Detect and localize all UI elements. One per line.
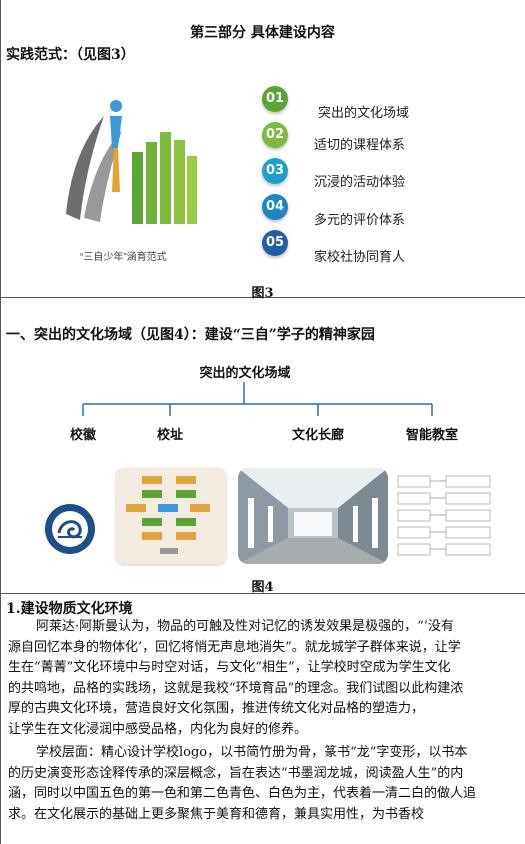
step-02-label: 适切的课程体系 [314,137,406,152]
fig4-branch-corridor: 文化长廊 [291,428,344,443]
step-02-circle: 02 [262,122,288,148]
subsection-heading: 1.建设物质文化环境 [6,601,133,617]
para2-line: 学校层面：精心设计学校logo，以书简竹册为骨，篆书“龙”字变形，以书本 [36,745,468,760]
step-03-label: 沉浸的活动体验 [314,174,406,189]
divider-2 [0,593,525,594]
fig3-logo-caption: “三自少年”涵育范式 [80,252,167,263]
fig3-caption: 图3 [251,286,274,301]
para2-line: 求。在文化展示的基础上更多聚焦于美育和德育，兼具实用性，为书香校 [8,806,425,822]
paragraph-2: 学校层面：精心设计学校logo，以书简竹册为骨，篆书“龙”字变形，以书本 的历史… [8,743,520,825]
section-practice-heading: 实践范式：（见图3） [6,47,135,63]
step-05-circle: 05 [262,230,288,256]
para2-line: 的历史演变形态诠释传承的深层概念，旨在表达“书墨润龙城，阅读盈人生”的内 [8,765,464,781]
divider-1 [0,297,525,298]
smart-classroom-diagram [396,472,494,564]
fig3-logo [66,100,197,224]
para1-line: 生在“菁菁”文化环境中与时空对话，与文化“相生”，让学校时空成为学生文化 [8,660,451,675]
fig4-root: 突出的文化场域 [199,366,291,381]
fig4-caption: 图4 [251,580,274,595]
step-04-label: 多元的评价体系 [314,212,406,227]
fig4-branch-smart-classroom: 智能教室 [405,428,458,443]
page-title: 第三部分 具体建设内容 [190,25,335,41]
section-one-heading: 一、突出的文化场域（见图4）：建设“三自”学子的精神家园 [6,327,375,343]
step-01-circle: 01 [262,86,288,112]
para1-line: 的共鸣地，品格的实践场，这就是我校“环境育品”的理念。我们试图以此构建浓 [8,680,464,696]
paragraph-1: 阿莱达·阿斯曼认为，物品的可触及性对记忆的诱发效果是极强的，“‘没有 源自回忆本… [8,617,520,740]
para2-line: 涵，同时以中国五色的第一色和第二色青色、白色为主，代表着一清二白的做人追 [8,786,477,801]
step-03-circle: 03 [262,158,288,184]
school-site-map-image [116,468,226,564]
para1-line: 源自回忆本身的物体化’，回忆将悄无声息地消失”。就龙城学子群体来说，让学 [8,639,461,655]
step-01-label: 突出的文化场域 [318,105,410,120]
fig4-connectors [82,382,433,416]
fig4-branch-site: 校址 [156,428,183,443]
school-emblem-image [45,504,95,554]
para1-line: 阿莱达·阿斯曼认为，物品的可触及性对记忆的诱发效果是极强的，“‘没有 [36,619,454,634]
fig4-branch-emblem: 校徽 [69,428,96,443]
para1-line: 厚的古典文化环境，营造良好文化氛围，推进传统文化对品格的塑造力， [8,701,425,716]
step-04-circle: 04 [262,194,288,220]
para1-line: 让学生在文化浸润中感受品格，内化为良好的修养。 [8,721,308,737]
step-05-label: 家校社协同育人 [314,249,406,264]
left-border [0,0,1,844]
culture-corridor-photo [238,468,388,564]
